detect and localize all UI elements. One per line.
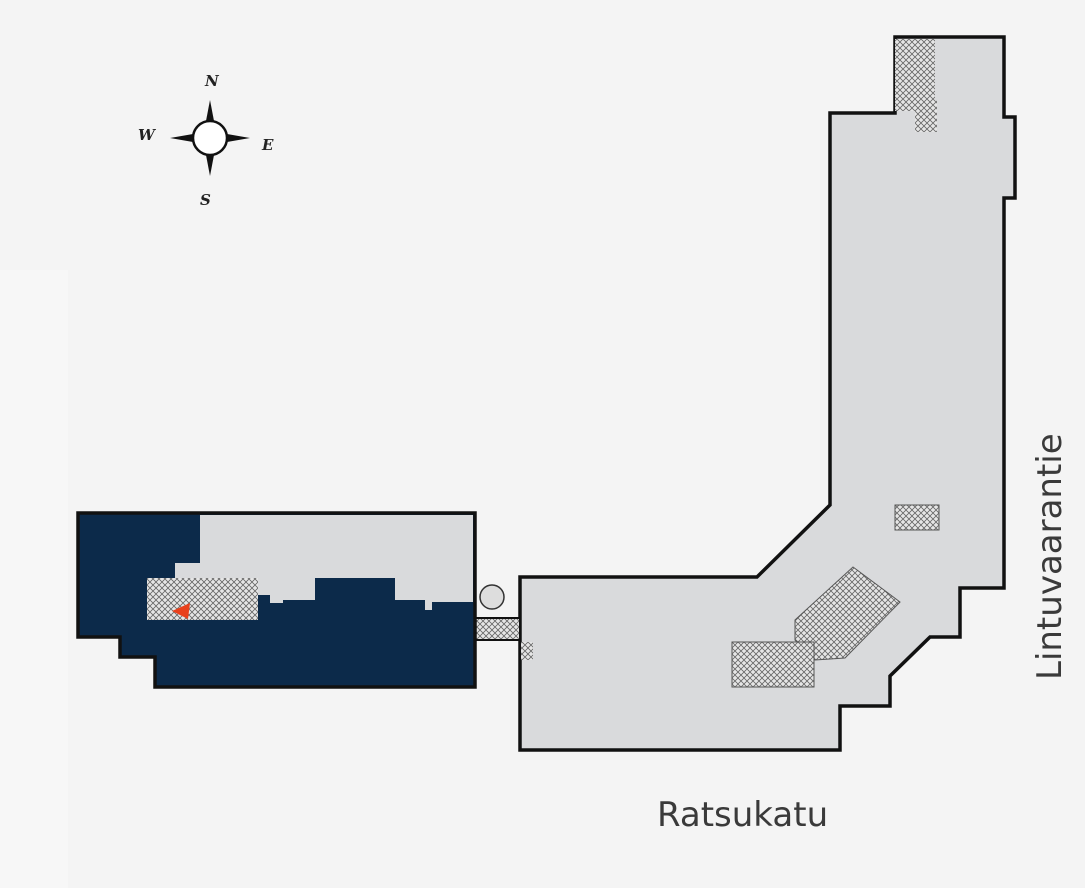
street-label-lintuvaarantie: Lintuvaarantie: [1030, 433, 1070, 680]
elevator: [894, 504, 940, 531]
compass: N S E W: [138, 72, 274, 209]
core-area: [731, 641, 815, 688]
compass-w: W: [138, 126, 157, 144]
connector: [474, 584, 521, 641]
compass-e: E: [261, 136, 274, 154]
side-strip: [0, 270, 68, 888]
building-west: [76, 511, 477, 689]
compass-n: N: [204, 72, 220, 90]
street-label-ratsukatu: Ratsukatu: [657, 795, 829, 835]
you-are-here-arrow-icon: [172, 603, 190, 619]
compass-s: S: [200, 191, 211, 209]
stairwell: [895, 39, 935, 111]
building-east: [518, 35, 1017, 752]
